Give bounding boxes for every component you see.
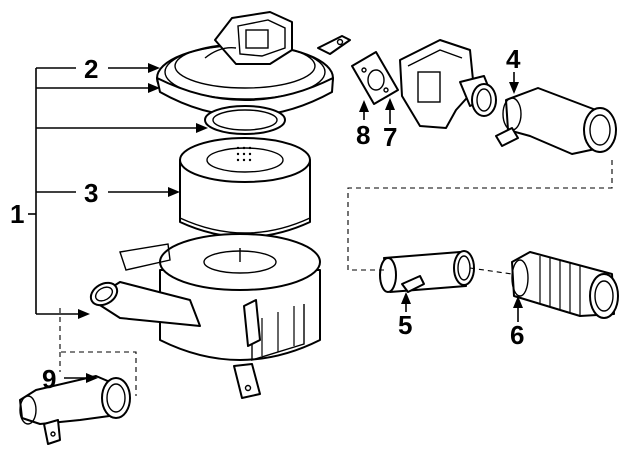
filter-element (179, 137, 311, 238)
callout-1: 1 (10, 199, 24, 229)
callout-numbers: 1 2 3 4 5 6 7 8 9 (10, 44, 524, 394)
inlet-snorkel (89, 243, 201, 327)
filter-vent-dots (236, 146, 252, 162)
corrugated-hose-6 (511, 251, 619, 319)
meter-gasket-plate (351, 51, 399, 105)
intake-tube-5 (379, 250, 475, 293)
air-cleaner-lid (156, 11, 351, 117)
callout-6: 6 (510, 320, 524, 350)
callout-4: 4 (506, 44, 521, 74)
callout-2: 2 (84, 54, 98, 84)
air-flow-meter (399, 39, 497, 129)
callout-3: 3 (84, 178, 98, 208)
hose-connector-4 (495, 87, 617, 155)
callout-7: 7 (383, 122, 397, 152)
callout-9: 9 (42, 364, 56, 394)
arrowheads (78, 63, 523, 383)
air-cleaner-body (159, 233, 321, 399)
gasket-ring (204, 105, 286, 135)
inlet-duct-9 (19, 375, 131, 445)
callout-8: 8 (356, 120, 370, 150)
routing-dashes (59, 160, 613, 396)
callout-5: 5 (398, 310, 412, 340)
leader-lines (28, 67, 519, 379)
